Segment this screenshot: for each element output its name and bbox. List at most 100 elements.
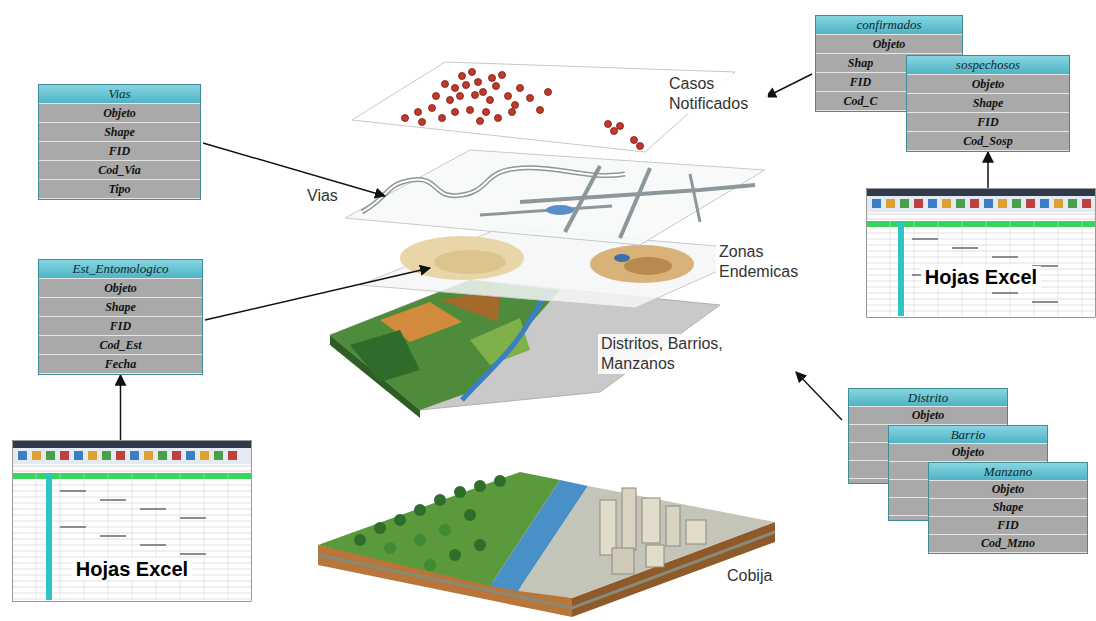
table-row: Objeto — [889, 444, 1047, 462]
case-dot — [495, 115, 502, 122]
field-name: Cod_Via — [98, 163, 141, 177]
ribbon-icon — [984, 199, 993, 208]
case-dot — [429, 105, 436, 112]
caption-holder: Hojas Excel — [866, 188, 1096, 289]
table-row: FID — [929, 517, 1087, 535]
case-dot — [419, 119, 426, 126]
case-dot — [637, 143, 644, 150]
case-dots — [402, 69, 644, 150]
cell-mark — [180, 517, 206, 519]
table-row: Fecha — [39, 355, 202, 374]
case-dot — [442, 81, 449, 88]
grid-line — [156, 473, 157, 601]
tree — [454, 486, 466, 498]
sheet-caption: Hojas Excel — [921, 266, 1041, 288]
ribbon-icon — [32, 451, 41, 460]
formula-bar — [867, 214, 1095, 219]
highlight-column — [46, 473, 52, 600]
table-name: Barrio — [951, 427, 986, 442]
cell-mark — [1032, 301, 1058, 303]
field-name: Shape — [993, 500, 1024, 514]
ribbon-icon — [74, 451, 83, 460]
ribbon-icon — [144, 451, 153, 460]
grid-line — [180, 473, 181, 601]
leader-arrow — [796, 372, 842, 420]
ribbon-icon — [130, 451, 139, 460]
field-name: Shap — [848, 56, 873, 70]
table-row: Objeto — [816, 35, 962, 54]
ribbon-icon — [1012, 199, 1021, 208]
ribbon-icon — [18, 451, 27, 460]
field-name: Shape — [105, 300, 136, 314]
field-name: FID — [110, 319, 131, 333]
cell-mark — [60, 526, 86, 528]
road — [480, 206, 612, 215]
table-row: FID — [907, 113, 1069, 132]
ribbon-icon — [900, 199, 909, 208]
tree — [424, 559, 436, 571]
road — [565, 166, 600, 232]
zone-plane — [360, 228, 765, 308]
field-name: Objeto — [912, 408, 945, 422]
ribbon-icon — [46, 451, 55, 460]
case-dot — [489, 75, 496, 82]
case-dot — [517, 85, 524, 92]
table-name: Vias — [108, 86, 130, 101]
ribbon-icon — [200, 451, 209, 460]
table-row: FID — [39, 142, 200, 161]
field-name: FID — [997, 518, 1018, 532]
sheet-frame — [867, 189, 1096, 318]
table-name: Distrito — [908, 390, 948, 405]
case-dot — [447, 97, 454, 104]
ribbon-icon — [116, 451, 125, 460]
table-header: sospechosos — [907, 56, 1069, 75]
table-row: Objeto — [929, 481, 1087, 499]
field-name: FID — [977, 115, 998, 129]
grid-line — [204, 473, 205, 601]
sheet-caption: Hojas Excel — [72, 558, 192, 580]
field-name: FID — [109, 144, 130, 158]
building — [612, 548, 634, 574]
table-header: Barrio — [889, 426, 1047, 444]
field-name: Cod_Mzno — [981, 536, 1035, 550]
ribbon-icon — [60, 451, 69, 460]
table-row: FID — [39, 317, 202, 336]
layer-label: Vias — [304, 186, 341, 206]
cell-mark — [912, 238, 938, 240]
water-spot — [546, 205, 574, 215]
endemic-zone — [624, 257, 672, 275]
case-dot — [631, 137, 638, 144]
attribute-table: Est_EntomologicoObjetoShapeFIDCod_EstFec… — [38, 259, 203, 375]
formula-bar — [13, 466, 251, 471]
table-row: Objeto — [849, 407, 1007, 425]
leader-arrows — [203, 74, 842, 420]
grid-line — [132, 473, 133, 601]
case-dot — [452, 109, 459, 116]
case-dot — [433, 93, 440, 100]
ribbon-icon — [228, 451, 237, 460]
table-name: confirmados — [857, 17, 922, 32]
layer-label: Distritos, Barrios, Manzanos — [598, 334, 754, 374]
building — [686, 520, 706, 544]
ribbon-icon — [214, 451, 223, 460]
tree — [354, 534, 366, 546]
case-dot — [537, 107, 544, 114]
sheet-ribbon — [867, 196, 1095, 212]
field-name: Objeto — [103, 106, 136, 120]
terrain — [330, 280, 560, 410]
case-dot — [469, 69, 476, 76]
ribbon-icon — [172, 451, 181, 460]
case-dot — [512, 102, 519, 109]
field-name: Objeto — [104, 281, 137, 295]
field-name: Cod_C — [843, 94, 877, 108]
tree — [434, 494, 446, 506]
table-row: Cod_Mzno — [929, 535, 1087, 553]
cell-mark — [100, 535, 126, 537]
table-row: Cod_Est — [39, 336, 202, 355]
field-name: Objeto — [952, 445, 985, 459]
ribbon-icon — [872, 199, 881, 208]
tree — [474, 480, 486, 492]
attribute-table: ViasObjetoShapeFIDCod_ViaTipo — [38, 84, 201, 200]
table-row: Objeto — [39, 279, 202, 298]
